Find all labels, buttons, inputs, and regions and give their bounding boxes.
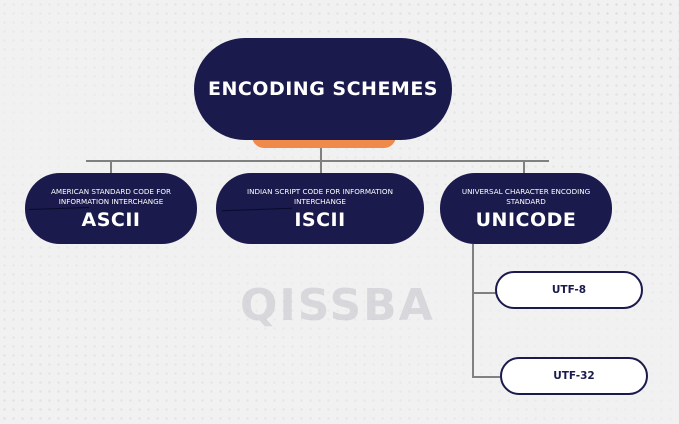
- root-title: ENCODING SCHEMES: [207, 78, 438, 100]
- node-subtitle: INDIAN SCRIPT CODE FOR INFORMATION INTER…: [247, 186, 393, 206]
- node-abbr: UNICODE: [475, 208, 577, 231]
- node-utf8: UTF-8: [495, 271, 643, 309]
- connector-iscii: [320, 160, 322, 174]
- connector-utf32: [472, 376, 500, 378]
- decorative-stroke: [222, 207, 292, 212]
- root-node: ENCODING SCHEMES: [194, 38, 452, 140]
- connector-unicode-vertical: [472, 244, 474, 377]
- connector-root-down: [320, 140, 322, 160]
- node-utf32: UTF-32: [500, 357, 648, 395]
- connector-horizontal: [86, 160, 549, 162]
- decorative-stroke: [29, 206, 89, 211]
- node-iscii: INDIAN SCRIPT CODE FOR INFORMATION INTER…: [216, 173, 424, 244]
- node-abbr: ISCII: [294, 208, 346, 231]
- watermark: QISSBA: [240, 280, 435, 331]
- connector-ascii: [110, 160, 112, 174]
- node-ascii: AMERICAN STANDARD CODE FOR INFORMATION I…: [25, 173, 197, 244]
- node-subtitle: UNIVERSAL CHARACTER ENCODING STANDARD: [461, 186, 591, 206]
- connector-unicode: [523, 160, 525, 174]
- node-subtitle: AMERICAN STANDARD CODE FOR INFORMATION I…: [50, 186, 172, 206]
- node-unicode: UNIVERSAL CHARACTER ENCODING STANDARD UN…: [440, 173, 612, 244]
- node-abbr: ASCII: [81, 208, 141, 231]
- connector-utf8: [472, 292, 496, 294]
